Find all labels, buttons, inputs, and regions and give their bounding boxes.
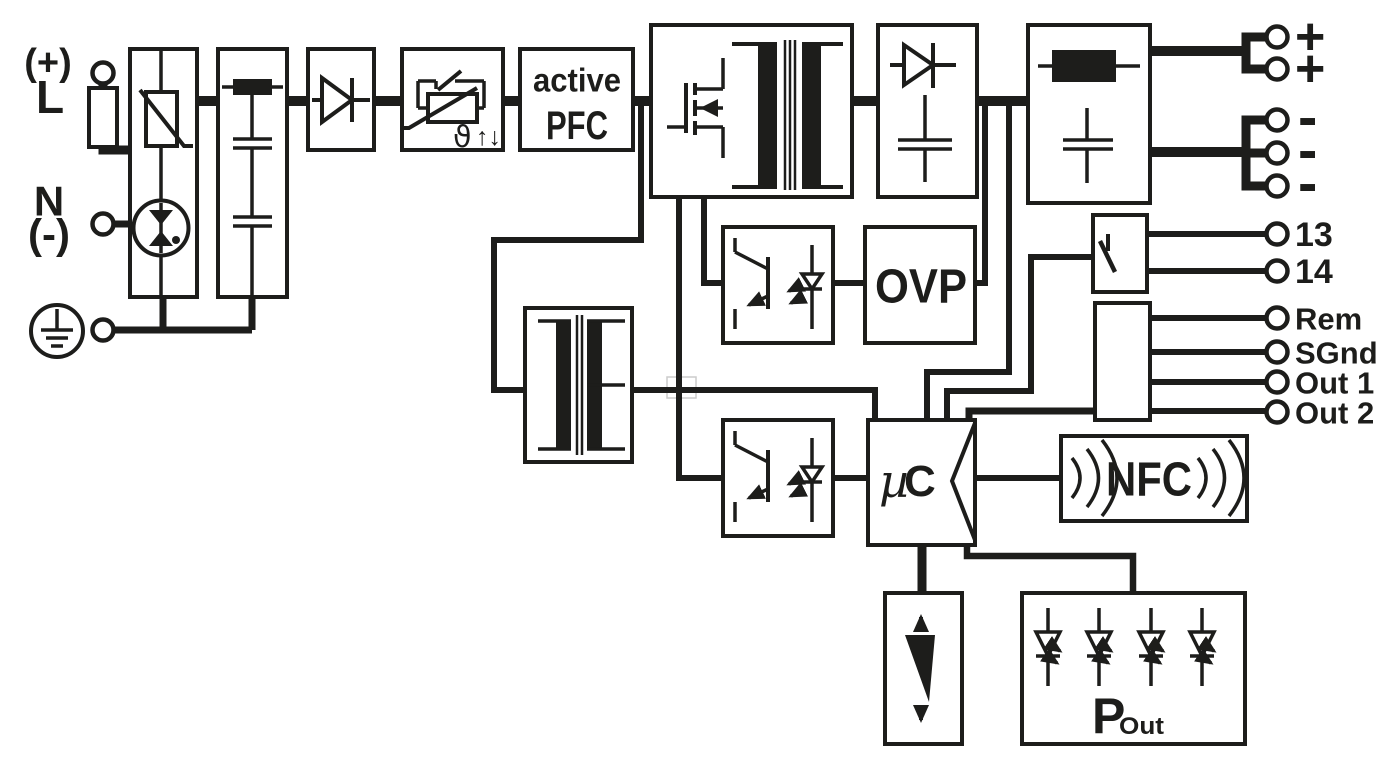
converter-block [649,23,854,199]
label-mcu-c: C [904,457,936,506]
wire-mcu-signal [965,407,1095,420]
capacitor-icon [233,95,272,297]
choke-icon [222,79,283,95]
label-minus-3: - [1298,151,1317,216]
signal-terminals: 13 14 Rem SGnd Out 1 Out 2 [1264,216,1378,431]
output-terminals-minus: - - - [1264,85,1317,216]
led-icon-4 [1187,608,1217,686]
output-filter-block [1026,23,1152,205]
terminal-minus-1 [1264,107,1290,133]
inrush-limiter-block: ϑ ↑↓ [400,47,505,155]
label-theta-arrows: ↑↓ [476,123,501,151]
label-14: 14 [1295,253,1333,291]
output-terminals-plus: + + [1264,8,1325,98]
label-out1: Out 1 [1295,366,1374,401]
label-active: active [533,62,621,99]
capacitor-icon [898,95,952,182]
varistor-icon [138,88,193,148]
wire-aux-branch [491,106,644,393]
led-icon-2 [1084,608,1114,686]
terminal-pe [90,317,116,343]
choke-icon [1038,50,1140,82]
label-line-plus: (+) [24,42,72,84]
diode-icon [890,41,956,89]
label-nfc: NFC [1106,454,1192,507]
adjust-arrows-icon [905,614,935,723]
wire-mcu-power-display [963,545,1137,593]
relay-contact-block [1091,213,1149,294]
terminal-out1 [1264,369,1290,395]
input-section: (+) L N (-) [24,42,119,359]
label-sgnd: SGnd [1295,336,1378,371]
mosfet-icon [667,58,725,158]
wire-converter-opto2 [676,197,723,481]
terminal-plus-2 [1264,56,1290,82]
nfc-waves-right-icon [1196,438,1246,518]
optocoupler-2-block [723,420,833,536]
label-line: L [36,71,64,123]
suppressor-diode-icon [131,198,191,258]
led-icon-3 [1136,608,1166,686]
nfc-waves-left-icon [1070,438,1119,518]
signal-interface-block [1093,301,1152,422]
label-13: 13 [1295,216,1333,254]
pe-ground-icon [29,303,85,359]
label-minus-1: - [1298,85,1317,150]
voltage-adjust-block [883,591,964,746]
aux-transformer-block [523,306,634,464]
thermistor-icon [400,86,479,130]
diode-icon [312,74,370,126]
surge-protection-block [128,47,199,299]
label-plus-2: + [1295,40,1325,98]
emi-filter-block [216,47,289,299]
mcu-block: µ C [866,418,977,547]
capacitor-icon [1063,108,1113,183]
terminal-sgnd [1264,339,1290,365]
led-icon-1 [1033,608,1063,686]
label-mcu-mu: µ [879,454,909,508]
nfc-block: NFC [1059,434,1249,523]
terminal-13 [1264,221,1290,247]
label-power-sub: Out [1119,713,1164,740]
label-theta: ϑ [453,120,472,155]
output-rectifier-block [876,23,979,199]
terminal-out2 [1264,399,1290,425]
aux-transformer-icon [538,315,625,455]
wire-aux-output [632,387,878,420]
wire-ovp-bus [975,104,988,286]
terminal-minus-3 [1264,173,1290,199]
label-pfc: PFC [546,104,608,148]
bypass-switch-icon [418,69,484,92]
input-rectifier-block [306,47,376,152]
wire-relay-mcu [944,254,1093,420]
label-rem: Rem [1295,302,1362,337]
wire-minus-bracket [1241,115,1265,191]
label-neutral-minus: (-) [28,211,70,258]
ovp-block: OVP [863,225,977,345]
label-out2: Out 2 [1295,396,1374,431]
power-indicator-block: P Out [1020,591,1247,746]
main-transformer-icon [732,40,843,190]
terminal-minus-2 [1264,140,1290,166]
active-pfc-block: active PFC [518,47,635,152]
terminal-rem [1264,305,1290,331]
wire-converter-opto1 [701,197,723,286]
fuse-symbol [87,86,119,149]
label-ovp: OVP [875,261,967,314]
label-plus-1: + [1295,8,1325,66]
wire-bus-sense-mcu [924,104,1012,420]
terminal-14 [1264,258,1290,284]
optocoupler-1-block [723,227,833,343]
label-minus-2: - [1298,118,1317,183]
terminal-line [90,60,116,86]
terminal-neutral [90,211,116,237]
label-power-main: P [1092,688,1125,744]
relay-switch-icon [1097,234,1118,273]
label-neutral: N [34,178,64,225]
terminal-plus-1 [1264,24,1290,50]
wire-plus-bracket [1241,32,1265,74]
